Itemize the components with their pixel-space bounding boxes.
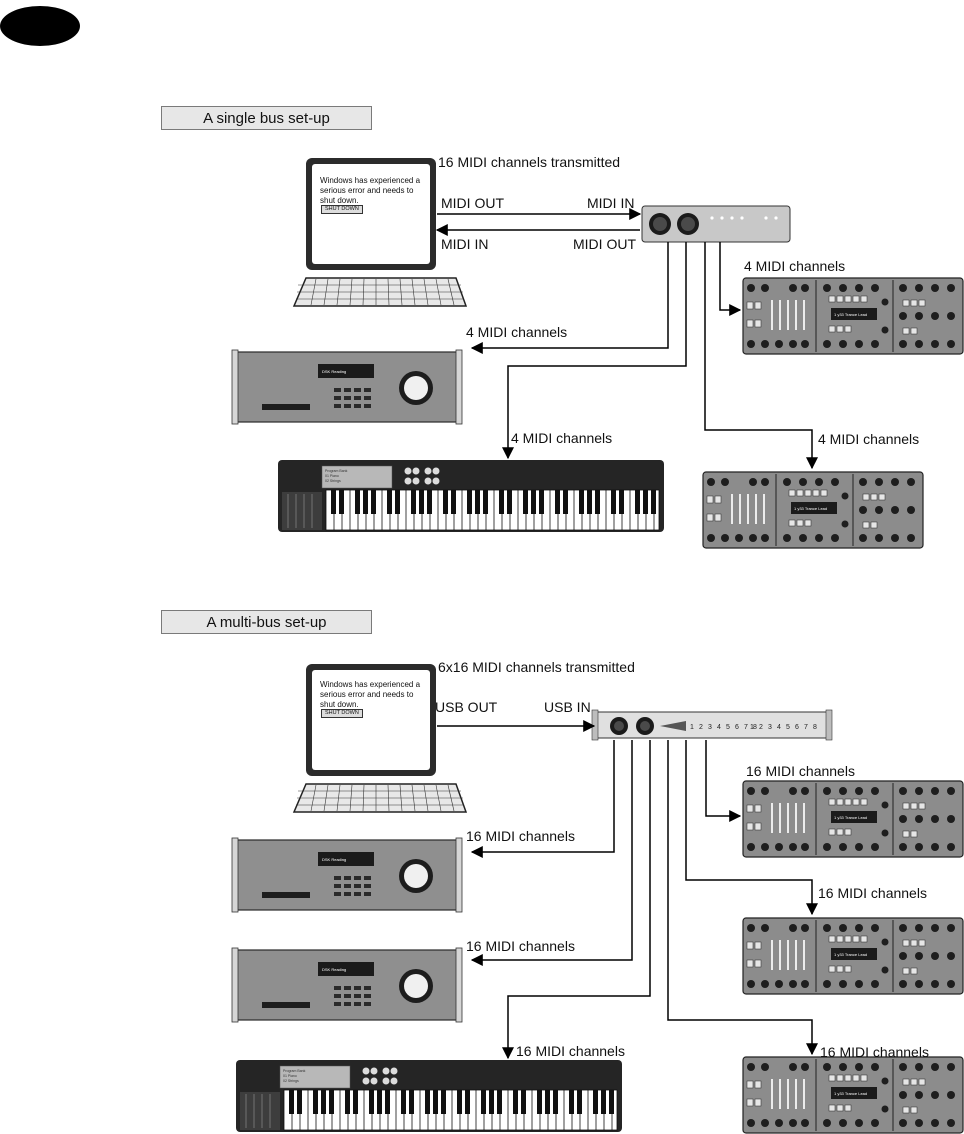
interface-port-number: 4 (777, 724, 781, 731)
rack-channels-label: 4 MIDI channels (466, 324, 568, 340)
interface-port-number: 8 (813, 724, 817, 731)
screen-error-message-single: Windows has experienced a serious error … (320, 176, 421, 205)
screen-error-message-multi: Windows has experienced a serious error … (320, 680, 421, 709)
transmitted-label-single: 16 MIDI channels transmitted (438, 154, 621, 170)
interface-port-number: 1 (750, 724, 754, 731)
multi-bus-title: A multi-bus set-up (161, 610, 372, 634)
synth-module-multi-3 (742, 1056, 964, 1134)
synth1-channels-label: 16 MIDI channels (746, 763, 855, 779)
keyboard-single (277, 459, 665, 533)
synth-module-multi-2 (742, 917, 964, 995)
synth-module-single-bottom (702, 471, 924, 549)
keyboard-multi (235, 1059, 623, 1133)
shut-down-button-multi[interactable]: SHUT DOWN (321, 709, 363, 718)
link-to-rack-multi-2 (470, 740, 633, 966)
interface-port-number: 7 (744, 724, 748, 731)
shut-down-button-single[interactable]: SHUT DOWN (321, 205, 363, 214)
interface-port-number: 7 (804, 724, 808, 731)
rack2-channels-label: 16 MIDI channels (466, 938, 575, 954)
link-to-keyboard-single (502, 242, 687, 460)
link-to-synth-top-single (719, 242, 742, 316)
keyboard-channels-label: 4 MIDI channels (511, 430, 613, 446)
usb-in-label: USB IN (544, 699, 591, 715)
multi-bus-connections (437, 720, 818, 1060)
interface-port-number: 4 (717, 724, 721, 731)
synth-module-single-top (742, 277, 964, 355)
synth2-channels-label: 16 MIDI channels (818, 885, 927, 901)
link-to-synth-bottom-single (704, 242, 818, 470)
rack1-channels-label: 16 MIDI channels (466, 828, 575, 844)
rack-sampler-single (231, 349, 463, 425)
midi-out-label-left: MIDI OUT (441, 195, 504, 211)
usb-out-label: USB OUT (435, 699, 498, 715)
page-tab-marker (0, 6, 80, 46)
link-to-rack-single (470, 242, 669, 354)
interface-port-number: 3 (768, 724, 772, 731)
link-to-synth-multi-1 (705, 740, 742, 822)
single-bus-connections (435, 208, 818, 470)
interface-port-number: 5 (786, 724, 790, 731)
interface-port-number: 2 (759, 724, 763, 731)
interface-port-number: 2 (699, 724, 703, 731)
transmitted-label-multi: 6x16 MIDI channels transmitted (438, 659, 635, 675)
midi-interface-single (641, 205, 791, 243)
link-to-synth-multi-2 (685, 740, 818, 916)
multi-port-interface (591, 709, 833, 741)
midi-in-label-right: MIDI IN (587, 195, 635, 211)
link-to-synth-multi-3 (667, 740, 818, 1056)
rack-sampler-multi-1 (231, 837, 463, 913)
keyboard-multi-channels-label: 16 MIDI channels (516, 1043, 625, 1059)
interface-port-number: 3 (708, 724, 712, 731)
synth3-channels-label: 16 MIDI channels (820, 1044, 929, 1060)
link-to-rack-multi-1 (470, 740, 615, 858)
interface-port-number: 6 (735, 724, 739, 731)
interface-port-number: 1 (690, 724, 694, 731)
interface-port-number: 5 (726, 724, 730, 731)
synth-bottom-channels-label: 4 MIDI channels (818, 431, 920, 447)
interface-port-number: 6 (795, 724, 799, 731)
single-bus-title: A single bus set-up (161, 106, 372, 130)
synth-module-multi-1 (742, 780, 964, 858)
interface-port-number: 8 (753, 724, 757, 731)
midi-out-label-right: MIDI OUT (573, 236, 636, 252)
link-to-keyboard-multi (502, 740, 651, 1060)
rack-sampler-multi-2 (231, 947, 463, 1023)
synth-top-channels-label: 4 MIDI channels (744, 258, 846, 274)
midi-in-label-left: MIDI IN (441, 236, 489, 252)
